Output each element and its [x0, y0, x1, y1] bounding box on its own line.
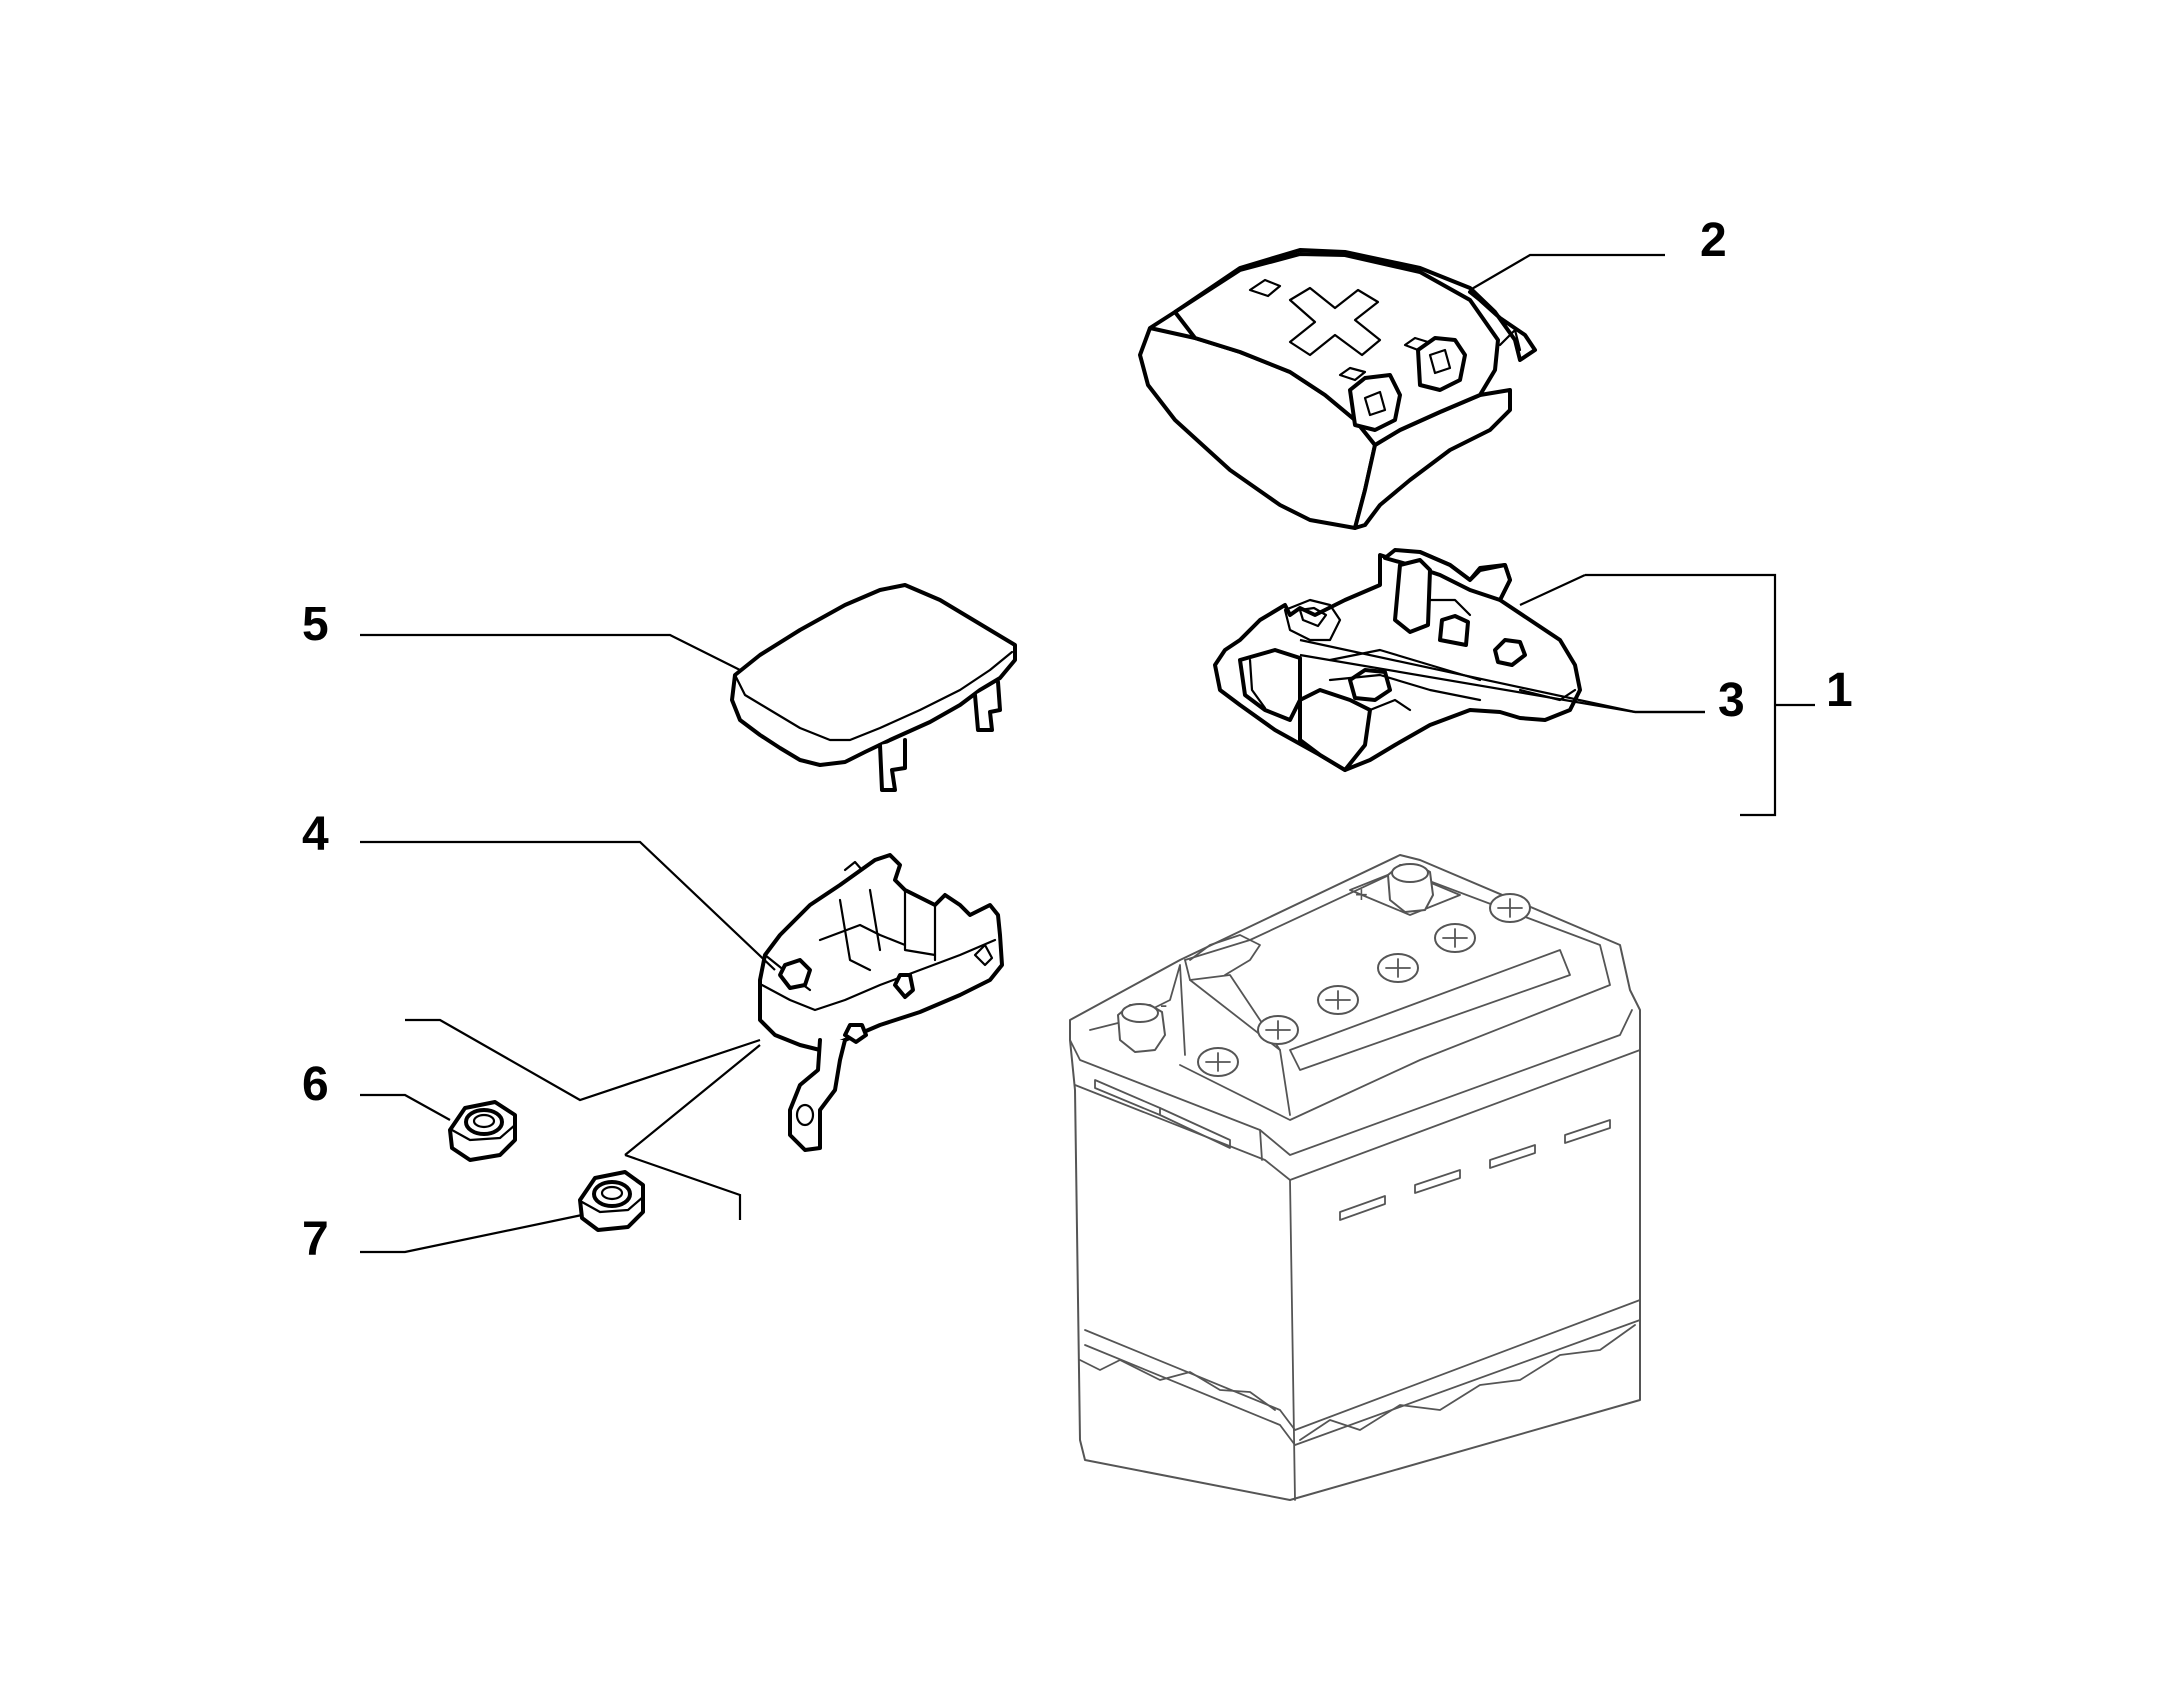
battery-vent-caps [1197, 893, 1531, 1077]
part-6-nut [448, 1100, 517, 1162]
callout-6: 6 [302, 1058, 329, 1111]
leader-3-b [1299, 653, 1636, 714]
battery-side-ribs [1094, 1079, 1611, 1221]
leader-6 [360, 1093, 451, 1121]
callout-7: 7 [302, 1213, 329, 1266]
leader-lines [360, 253, 1815, 1254]
battery: + - [1069, 854, 1641, 1501]
leader-2 [1469, 253, 1665, 291]
callout-4: 4 [302, 808, 329, 861]
part-7-nut [578, 1170, 645, 1232]
leader-6-7-join [405, 1018, 761, 1220]
part-5-fuse-lid [730, 583, 1017, 792]
leader-7 [360, 1213, 583, 1254]
part-2-terminal-cover [1138, 248, 1537, 530]
callout-3: 3 [1718, 674, 1745, 727]
battery-plus-mark: + [1355, 882, 1368, 907]
battery-minus-mark: - [1160, 992, 1167, 1017]
leader-bracket-1 [1585, 573, 1815, 817]
callout-1: 1 [1826, 664, 1853, 717]
leader-bracket-1-top [1519, 574, 1586, 606]
part-4-fuse-holder [758, 853, 1004, 1152]
leader-5 [360, 633, 741, 671]
callout-5: 5 [302, 598, 329, 651]
leader-4 [360, 840, 776, 971]
callout-labels: 2 3 1 5 4 6 7 [302, 214, 1853, 1266]
callout-2: 2 [1700, 214, 1727, 267]
